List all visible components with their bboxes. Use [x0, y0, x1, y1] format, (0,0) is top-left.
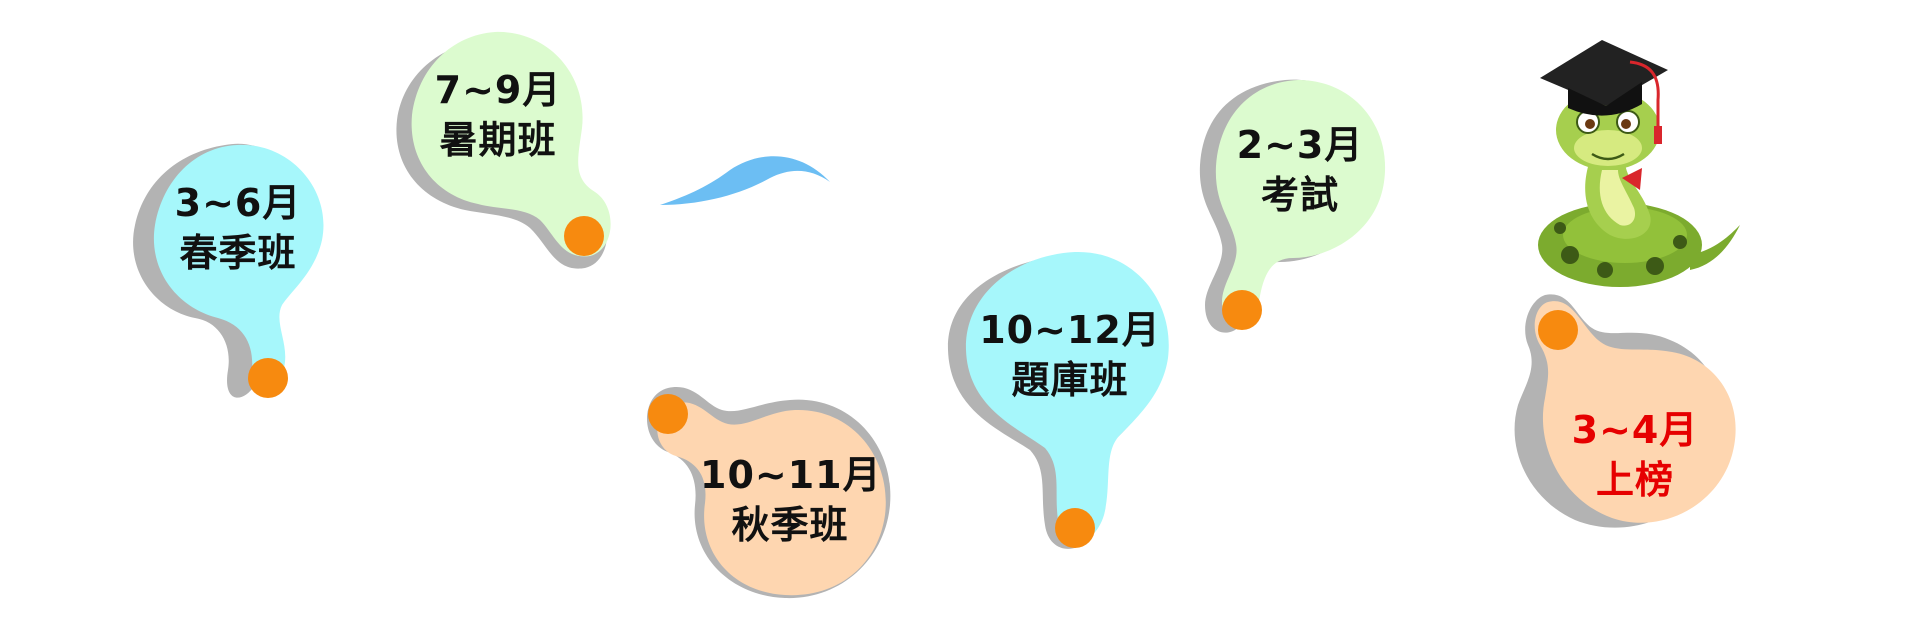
bubble [153, 144, 324, 395]
milestone-period: 3~4月 [1571, 408, 1699, 452]
snake-spot [1673, 235, 1687, 249]
milestone-label: 7~9月 暑期班 [418, 65, 578, 165]
bubble [657, 402, 886, 596]
milestone-spring-class [133, 143, 324, 398]
timeline-dot [564, 216, 604, 256]
snake-pupil [1585, 119, 1595, 129]
snake-tail [1690, 225, 1740, 270]
cap-base [1568, 82, 1642, 116]
milestone-summer-class [396, 31, 611, 269]
snake-belly [1599, 170, 1636, 226]
milestone-name: 題庫班 [1011, 358, 1129, 402]
milestone-name: 上榜 [1595, 458, 1674, 502]
graduation-snake-icon [1538, 40, 1740, 287]
milestone-name: 暑期班 [439, 118, 557, 162]
milestone-label: 2~3月 考試 [1220, 120, 1380, 220]
bow-tie [1622, 168, 1642, 190]
snake-mouth [1591, 152, 1625, 161]
milestone-name: 考試 [1260, 173, 1339, 217]
milestone-period: 10~12月 [979, 308, 1161, 352]
cap-tassel-end [1654, 126, 1662, 144]
milestone-pass-list [1514, 294, 1736, 528]
snake-spot [1561, 246, 1579, 264]
snake-spot [1597, 262, 1613, 278]
snake-pupil [1621, 119, 1631, 129]
milestone-name: 春季班 [179, 231, 297, 275]
milestone-exam [1199, 79, 1386, 333]
timeline-dot [1055, 508, 1095, 548]
bubble [1534, 301, 1736, 523]
timeline-dot [648, 394, 688, 434]
milestone-label-highlight: 3~4月 上榜 [1555, 405, 1715, 505]
bubble [965, 251, 1169, 542]
timeline-dot [1222, 290, 1262, 330]
milestone-label: 3~6月 春季班 [158, 178, 318, 278]
cap-tassel [1629, 60, 1660, 130]
snake-snout [1574, 130, 1642, 166]
milestone-question-bank-class [947, 251, 1169, 549]
milestone-name: 秋季班 [731, 503, 849, 547]
milestone-period: 3~6月 [174, 181, 302, 225]
wave-decoration [660, 156, 830, 205]
snake-spot [1554, 222, 1566, 234]
cap-top [1540, 40, 1668, 106]
milestone-label: 10~12月 題庫班 [975, 305, 1165, 405]
milestone-label: 10~11月 秋季班 [700, 450, 882, 550]
milestone-period: 7~9月 [434, 68, 562, 112]
timeline-dot [1538, 310, 1578, 350]
bubble [411, 31, 611, 257]
milestone-period: 10~11月 [700, 453, 882, 497]
timeline-dot [248, 358, 288, 398]
snake-spot [1646, 257, 1664, 275]
milestone-autumn-class [647, 387, 891, 599]
milestone-period: 2~3月 [1236, 123, 1364, 167]
bubble [1215, 80, 1386, 327]
